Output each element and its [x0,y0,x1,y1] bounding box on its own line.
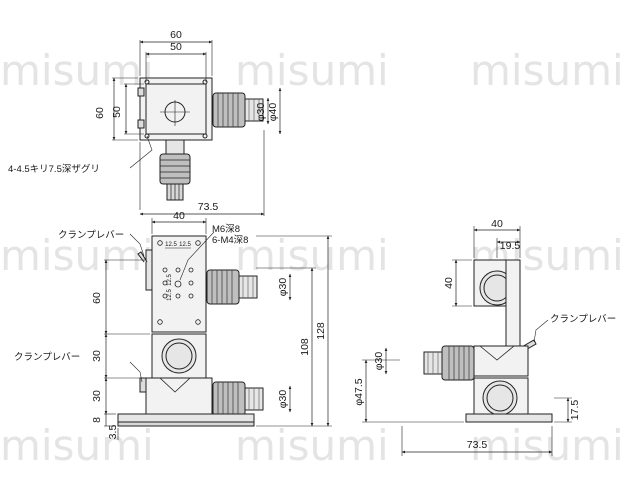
dim-front-screw-m6: M6深8 [212,224,240,235]
micrometer-head-front-lower [212,381,264,417]
dim-front-left-30a: 30 [91,350,103,362]
front-vertical-stage [151,235,207,333]
watermark: misumi [0,421,154,470]
front-hole-grid [157,240,201,325]
micrometer-head-vertical [159,139,191,201]
top-plate [139,77,213,141]
dim-side-height-40: 40 [443,277,455,289]
dim-side-dia-47-5: φ47.5 [353,378,365,405]
watermark: misumi [235,421,389,470]
dim-front-left-3-5: 3.5 [107,425,119,440]
side-base-plate [465,413,553,423]
watermark: misumi [0,46,154,95]
clamp-lever-top [137,87,145,97]
clamp-label-front-top: クランプレバー [58,230,124,241]
dim-front-dia-upper: φ30 [277,278,289,297]
dim-side-width-40: 40 [491,218,503,230]
dim-front-left-60: 60 [91,292,103,304]
dim-front-h108: 108 [299,338,311,356]
dim-front-left-30b: 30 [91,390,103,402]
dim-front-left-8: 8 [91,417,103,423]
dim-side-dia-30: φ30 [373,352,385,371]
top-view [112,40,282,216]
dim-top-width-outer: 60 [170,29,182,41]
dim-top-height-inner: 50 [111,106,123,118]
dim-front-pitch-a: 12.5 [165,242,177,248]
side-vertical-bracket [505,259,521,347]
mount-hole [202,79,208,85]
side-middle-block [473,345,529,377]
front-lower-stage [145,377,213,415]
top-inner-plate [145,83,207,135]
dim-top-length: 73.5 [198,201,219,213]
dim-front-dia-lower: φ30 [277,390,289,409]
hole-note: 4-4.5キリ7.5深ザグリ [8,163,100,175]
front-view [104,218,332,440]
watermark: misumi [470,421,624,470]
dim-side-offset-19-5: 19.5 [500,240,521,252]
mount-hole [144,133,150,139]
clamp-label-front-bottom: クランプレバー [14,352,80,363]
dim-side-height-17-5: 17.5 [569,400,581,421]
dim-front-screw-m4: 6-M4深8 [212,235,248,246]
clamp-lever-front-top [137,251,148,263]
dim-front-pitch-v1: 12.5 [167,274,173,286]
side-view [362,226,572,456]
mount-hole [202,133,208,139]
dim-top-width-inner: 50 [170,41,182,53]
dim-front-width: 40 [173,210,185,222]
clamp-label-side: クランプレバー [550,314,616,325]
watermark: misumi [470,46,624,95]
watermark: misumi [0,231,154,280]
dim-front-h128: 128 [315,322,327,340]
dim-side-length-73-5: 73.5 [467,439,488,451]
clamp-lever-front-bottom [139,377,147,393]
micrometer-head-side [423,345,475,381]
watermark: misumi [235,46,389,95]
dim-top-height-outer: 60 [94,107,106,119]
mount-hole [144,79,150,85]
dim-front-pitch-v2: 12.5 [167,289,173,301]
dim-top-dia-large: φ40 [267,103,279,122]
dim-front-pitch-b: 12.5 [179,242,191,248]
dim-top-dia-small: φ30 [255,103,267,122]
front-base-plate [117,413,255,423]
